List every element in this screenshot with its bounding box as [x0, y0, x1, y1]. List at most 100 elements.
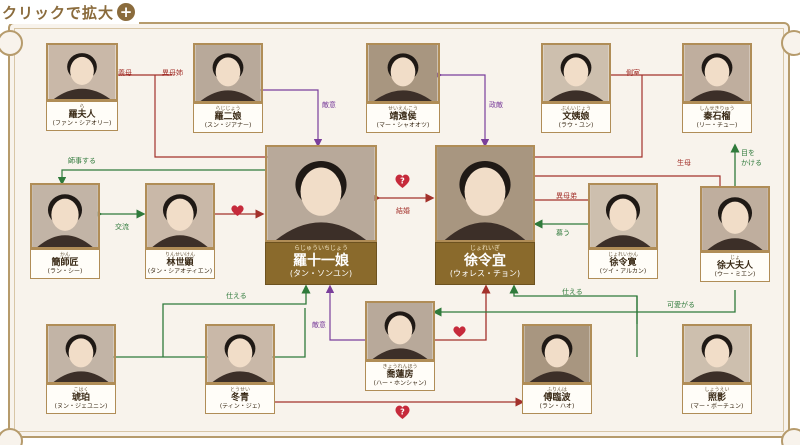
name-ruby: ふりんは [546, 387, 567, 393]
actor-name: (タン・シアオティエン) [147, 268, 213, 275]
character-card-fu-linbo[interactable]: ふりんは傅臨波(ラン・ハオ) [522, 324, 592, 414]
name-ruby: らじゅういちじょう [293, 245, 348, 252]
line-enemy [434, 70, 490, 148]
character-card-qin-shiliu[interactable]: しんせきりゅう秦石榴(リー・チュー) [682, 43, 752, 133]
character-name-plate: こはく琥珀(ヌン・ジェユニン) [46, 384, 116, 414]
line-hostile-qiao [325, 284, 365, 341]
zoom-header[interactable]: クリックで拡大 + [0, 0, 140, 24]
character-name: 徐令宜 [464, 253, 506, 269]
actor-name: (ラウ・ユン) [558, 122, 594, 129]
question-heart-icon: ? [395, 174, 410, 188]
corner-ornament [781, 428, 800, 445]
svg-text:?: ? [400, 408, 405, 417]
character-card-luo-shiyiniang[interactable]: らじゅういちじょう羅十一娘(タン・ソンユン) [265, 145, 377, 285]
corner-ornament [0, 30, 23, 56]
line-apprentice [57, 169, 265, 186]
line-serve-left [162, 284, 311, 357]
portrait-photo [522, 324, 592, 384]
actor-name: (ウー・ミエン) [714, 271, 756, 278]
character-name-plate: ら羅夫人(ファン・シアオリー) [46, 101, 118, 131]
character-name: 徐大夫人 [716, 261, 753, 271]
character-card-jian-shijiang[interactable]: かん簡師匠(ラン・シー) [30, 183, 100, 279]
portrait-photo [205, 324, 275, 384]
relation-marriage-label: 結婚 [396, 207, 410, 215]
name-ruby: りんせいけん [164, 252, 195, 258]
relation-serve-label: 仕える [226, 292, 247, 300]
character-name: 照影 [707, 393, 726, 403]
relation-exchange-label: 交流 [115, 223, 129, 231]
line-hostile-erniang [238, 89, 323, 148]
relation-enemy-label: 政敵 [489, 101, 503, 109]
svg-text:?: ? [400, 177, 405, 186]
character-name: 羅夫人 [68, 110, 96, 120]
portrait-image [267, 147, 375, 240]
character-name: 琥珀 [71, 393, 90, 403]
character-name-plate: らじゅういちじょう羅十一娘(タン・ソンユン) [265, 242, 377, 285]
character-name: 徐令寛 [609, 258, 637, 268]
character-card-xu-lingyi[interactable]: じょれいぎ徐令宜(ウォレス・チョン) [435, 145, 535, 285]
actor-name: (ウォレス・チョン) [449, 269, 521, 278]
portrait-photo [193, 43, 263, 103]
character-card-xu-lingkuan[interactable]: じょれいかん徐令寛(ツイ・アルカン) [588, 183, 658, 279]
zoom-in-icon[interactable]: + [117, 3, 136, 21]
portrait-image [684, 45, 750, 101]
portrait-photo [588, 183, 658, 249]
character-card-xu-dafuren[interactable]: じょ徐大夫人(ウー・ミエン) [700, 186, 770, 282]
character-card-hupo[interactable]: こはく琥珀(ヌン・ジェユニン) [46, 324, 116, 414]
character-name-plate: せいえんこう靖遠侯(マー・シャオオツ) [366, 103, 440, 133]
relation-half-brother-label: 異母弟 [556, 192, 577, 200]
relation-apprentice-label: 師事する [68, 157, 96, 165]
corner-ornament [781, 30, 800, 56]
character-card-qiao-lianfang[interactable]: きょうれんほう喬蓮房(ハー・ホンシャン) [365, 301, 435, 391]
character-card-lin-shixian[interactable]: りんせいけん林世顕(タン・シアオティエン) [145, 183, 215, 279]
relation-hostile-label: 敵意 [322, 101, 336, 109]
relation-adore-label: 可愛がる [667, 301, 695, 309]
relation-half-sister-label: 異母姉 [162, 69, 183, 77]
actor-name: (マー・ボーチュン) [690, 403, 744, 410]
character-card-zhaoying[interactable]: しょうえい照影(マー・ボーチュン) [682, 324, 752, 414]
character-name: 羅二娘 [214, 112, 242, 122]
name-ruby: きょうれんほう [382, 364, 418, 370]
name-ruby: じょれいかん [607, 252, 638, 258]
portrait-image [32, 185, 98, 247]
actor-name: (ツイ・アルカン) [599, 268, 647, 275]
portrait-image [590, 185, 656, 247]
character-card-dongqing[interactable]: とうせい冬青(ティン・ジェ) [205, 324, 275, 414]
relation-concubine-label: 側室 [626, 69, 640, 77]
line-serve-left-branch [108, 308, 306, 358]
line-mother [154, 75, 310, 158]
actor-name: (マー・シャオオツ) [376, 122, 430, 129]
character-name-plate: しんせきりゅう秦石榴(リー・チュー) [682, 103, 752, 133]
name-ruby: しょうえい [704, 387, 730, 393]
character-name-plate: らじじょう羅二娘(スン・ジアナー) [193, 103, 263, 133]
character-name: 簡師匠 [51, 258, 79, 268]
character-card-luo-erniang[interactable]: らじじょう羅二娘(スン・ジアナー) [193, 43, 263, 133]
relation-hostile-label: 敵意 [312, 321, 326, 329]
character-name-plate: じょ徐大夫人(ウー・ミエン) [700, 252, 770, 282]
character-card-wen-yiniang[interactable]: ぶんいじょう文姨娘(ラウ・ユン) [541, 43, 611, 133]
character-name-plate: ふりんは傅臨波(ラン・ハオ) [522, 384, 592, 414]
portrait-image [207, 326, 273, 382]
zoom-header-text: クリックで拡大 [2, 3, 115, 22]
character-card-jing-yuanhou[interactable]: せいえんこう靖遠侯(マー・シャオオツ) [366, 43, 440, 133]
actor-name: (ハー・ホンシャン) [373, 380, 427, 387]
actor-name: (ヌン・ジェユニン) [54, 403, 108, 410]
relation-serve-label: 仕える [562, 288, 583, 296]
name-ruby: じょれいぎ [469, 245, 500, 252]
portrait-photo [265, 145, 377, 242]
character-name: 羅十一娘 [293, 253, 349, 269]
portrait-image [48, 45, 116, 99]
character-name: 喬蓮房 [386, 370, 414, 380]
relation-mother-label: 義母 [118, 69, 132, 77]
portrait-image [367, 303, 433, 359]
character-name: 林世顕 [166, 258, 194, 268]
actor-name: (ラン・ハオ) [539, 403, 575, 410]
heart-icon [231, 205, 244, 216]
line-love-qiao [435, 284, 491, 341]
heart-icon [453, 326, 466, 337]
character-name: 冬青 [230, 393, 249, 403]
character-card-luo-furen[interactable]: ら羅夫人(ファン・シアオリー) [46, 43, 118, 131]
actor-name: (スン・ジアナー) [204, 122, 252, 129]
